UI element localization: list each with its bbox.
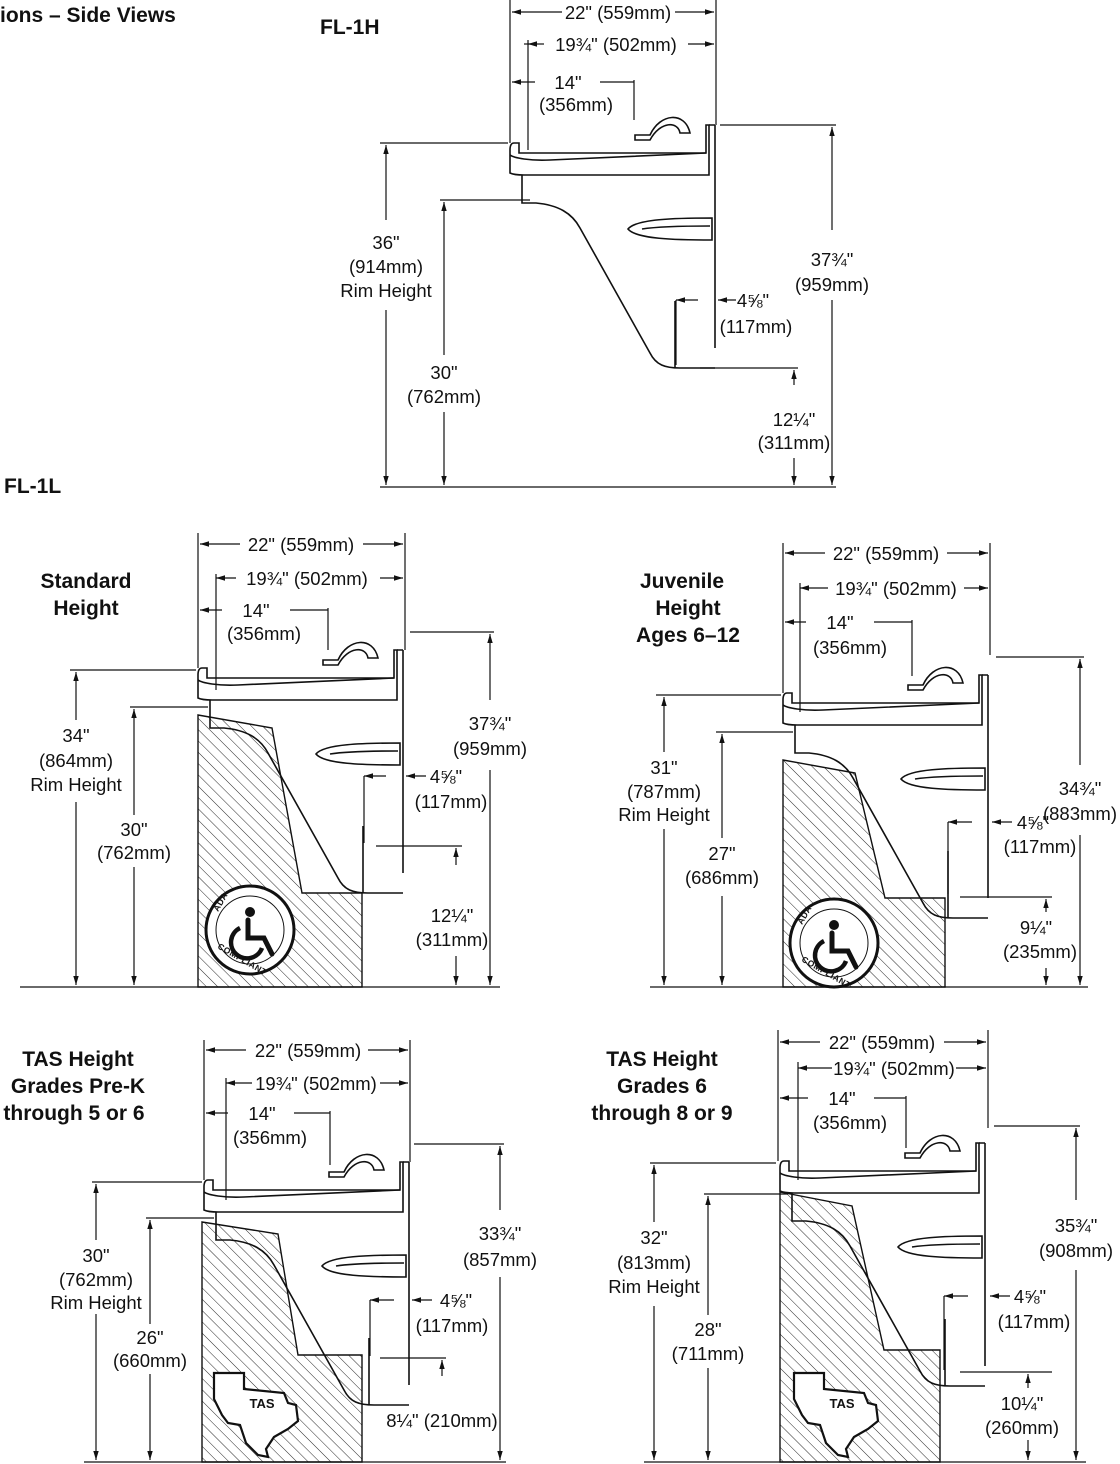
tas-6-8-rim-height: 32" bbox=[640, 1227, 667, 1248]
juvenile-width-14-mm: (356mm) bbox=[813, 637, 887, 658]
juvenile-title-line2: Height bbox=[655, 597, 720, 620]
standard-depth-mm: (117mm) bbox=[415, 791, 488, 812]
tas-6-8-rim-height-mm: (813mm) bbox=[617, 1252, 691, 1273]
juvenile-bottom-height-mm: (235mm) bbox=[1003, 941, 1077, 962]
tas-prek-overall-height: 33¾" bbox=[479, 1223, 522, 1244]
juvenile-title-line3: Ages 6–12 bbox=[636, 624, 740, 647]
tas-prek-overall-height-mm: (857mm) bbox=[463, 1249, 537, 1270]
fl1h-overall-height: 37¾" bbox=[811, 249, 854, 270]
fl1h-bottom-height: 12¼" bbox=[773, 409, 816, 430]
tas-prek-width-14-mm: (356mm) bbox=[233, 1127, 307, 1148]
standard-width-1934: 19¾" (502mm) bbox=[246, 568, 368, 589]
juvenile-width-22: 22" (559mm) bbox=[833, 543, 939, 564]
standard-knee-height-mm: (762mm) bbox=[97, 842, 171, 863]
standard-rim-height-mm: (864mm) bbox=[39, 750, 113, 771]
tas-6-8-depth: 4⅝" bbox=[1014, 1286, 1046, 1307]
tas-prek-rim-height-mm: (762mm) bbox=[59, 1269, 133, 1290]
tas-6-8-depth-mm: (117mm) bbox=[998, 1311, 1071, 1332]
tas-prek-knee-height: 26" bbox=[136, 1327, 163, 1348]
tas-6-8-overall-height: 35¾" bbox=[1055, 1215, 1098, 1236]
fl1h-rim-height-mm: (914mm) bbox=[349, 256, 423, 277]
standard-title-line2: Height bbox=[53, 597, 118, 620]
fl1h-width-14-mm: (356mm) bbox=[539, 94, 613, 115]
juvenile-title-line1: Juvenile bbox=[640, 570, 724, 593]
tas-6-8-knee-height: 28" bbox=[694, 1319, 721, 1340]
fl1h-width-1934: 19¾" (502mm) bbox=[555, 34, 677, 55]
tas-6-8-title-line2: Grades 6 bbox=[617, 1075, 707, 1098]
tas-prek-rim-height-label: Rim Height bbox=[50, 1292, 142, 1313]
tas-6-8-knee-height-mm: (711mm) bbox=[672, 1343, 745, 1364]
tas-prek-badge: TAS bbox=[249, 1396, 274, 1411]
tas-prek-width-1934: 19¾" (502mm) bbox=[255, 1073, 377, 1094]
fl1h-depth: 4⅝" bbox=[737, 290, 769, 311]
tas-6-8-rim-height-label: Rim Height bbox=[608, 1276, 700, 1297]
standard-width-14: 14" bbox=[242, 600, 269, 621]
tas-prek-knee-height-mm: (660mm) bbox=[113, 1350, 187, 1371]
juvenile-width-14: 14" bbox=[826, 612, 853, 633]
tas-prek-depth: 4⅝" bbox=[440, 1290, 472, 1311]
tas-6-8-width-1934: 19¾" (502mm) bbox=[833, 1058, 955, 1079]
juvenile-diagram bbox=[650, 543, 1088, 987]
juvenile-knee-height: 27" bbox=[708, 843, 735, 864]
tas-prek-diagram bbox=[84, 1040, 506, 1463]
fl1h-knee-height: 30" bbox=[430, 362, 457, 383]
tas-6-8-diagram bbox=[644, 1030, 1086, 1463]
tas-prek-title-line1: TAS Height bbox=[22, 1048, 134, 1071]
standard-width-14-mm: (356mm) bbox=[227, 623, 301, 644]
tas-6-8-bottom-height: 10¼" bbox=[1001, 1393, 1044, 1414]
fl1h-depth-mm: (117mm) bbox=[720, 316, 793, 337]
tas-6-8-width-14-mm: (356mm) bbox=[813, 1112, 887, 1133]
tas-prek-depth-mm: (117mm) bbox=[416, 1315, 489, 1336]
juvenile-depth: 4⅝" bbox=[1017, 812, 1049, 833]
tas-6-8-badge: TAS bbox=[829, 1396, 854, 1411]
standard-overall-height: 37¾" bbox=[469, 713, 512, 734]
tas-prek-width-14: 14" bbox=[248, 1103, 275, 1124]
standard-width-22: 22" (559mm) bbox=[248, 534, 354, 555]
tas-6-8-width-22: 22" (559mm) bbox=[829, 1032, 935, 1053]
fl1h-overall-height-mm: (959mm) bbox=[795, 274, 869, 295]
standard-title-line1: Standard bbox=[40, 570, 131, 593]
juvenile-rim-height-label: Rim Height bbox=[618, 804, 710, 825]
fl1h-rim-height-label: Rim Height bbox=[340, 280, 432, 301]
fl1h-knee-height-mm: (762mm) bbox=[407, 386, 481, 407]
page-title: ions – Side Views bbox=[0, 4, 176, 27]
tas-6-8-bottom-height-mm: (260mm) bbox=[985, 1417, 1059, 1438]
tas-6-8-title-line1: TAS Height bbox=[606, 1048, 718, 1071]
fl1l-model-label: FL-1L bbox=[4, 475, 61, 498]
fl1h-width-14: 14" bbox=[554, 72, 581, 93]
tas-6-8-overall-height-mm: (908mm) bbox=[1039, 1240, 1113, 1261]
fl1h-rim-height: 36" bbox=[372, 232, 399, 253]
juvenile-overall-height-mm: (883mm) bbox=[1043, 803, 1117, 824]
standard-rim-height-label: Rim Height bbox=[30, 774, 122, 795]
tas-6-8-width-14: 14" bbox=[828, 1088, 855, 1109]
juvenile-knee-height-mm: (686mm) bbox=[685, 867, 759, 888]
tas-prek-rim-height: 30" bbox=[82, 1245, 109, 1266]
tas-prek-width-22: 22" (559mm) bbox=[255, 1040, 361, 1061]
fl1h-diagram bbox=[380, 0, 836, 488]
juvenile-bottom-height: 9¼" bbox=[1020, 917, 1052, 938]
juvenile-width-1934: 19¾" (502mm) bbox=[835, 578, 957, 599]
tas-prek-bottom-height: 8¼" (210mm) bbox=[386, 1410, 497, 1431]
fl1h-width-22: 22" (559mm) bbox=[565, 2, 671, 23]
standard-bottom-height: 12¼" bbox=[431, 905, 474, 926]
tas-prek-title-line2: Grades Pre-K bbox=[11, 1075, 145, 1098]
standard-overall-height-mm: (959mm) bbox=[453, 738, 527, 759]
juvenile-rim-height: 31" bbox=[650, 757, 677, 778]
standard-diagram bbox=[20, 533, 500, 988]
tas-6-8-title-line3: through 8 or 9 bbox=[591, 1102, 732, 1125]
standard-depth: 4⅝" bbox=[430, 766, 462, 787]
standard-bottom-height-mm: (311mm) bbox=[416, 929, 489, 950]
fl1h-bottom-height-mm: (311mm) bbox=[758, 432, 831, 453]
tas-prek-title-line3: through 5 or 6 bbox=[3, 1102, 144, 1125]
juvenile-rim-height-mm: (787mm) bbox=[627, 781, 701, 802]
juvenile-depth-mm: (117mm) bbox=[1004, 836, 1077, 857]
juvenile-overall-height: 34¾" bbox=[1059, 778, 1102, 799]
standard-rim-height: 34" bbox=[62, 725, 89, 746]
fl1h-model-label: FL-1H bbox=[320, 16, 380, 39]
standard-knee-height: 30" bbox=[120, 819, 147, 840]
